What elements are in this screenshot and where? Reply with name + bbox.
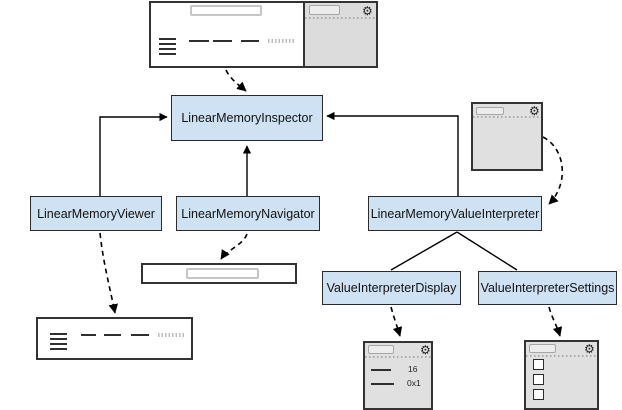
value-type-line xyxy=(371,369,391,371)
edge-viewer-mockup xyxy=(99,232,118,314)
node-linear-memory-viewer: LinearMemoryViewer xyxy=(30,196,162,231)
address-line xyxy=(50,343,67,345)
hex-bytes-dash xyxy=(189,40,209,42)
edge-viewer-to-inspector xyxy=(99,112,168,196)
gear-icon: ⚙ xyxy=(420,343,431,357)
settings-input-sketch xyxy=(529,344,556,353)
node-linear-memory-value-interpreter: LinearMemoryValueInterpreter xyxy=(368,196,542,231)
address-line xyxy=(50,348,67,350)
node-value-interpreter-display: ValueInterpreterDisplay xyxy=(322,271,461,305)
hex-bytes-dash xyxy=(104,334,121,336)
checkbox-sketch xyxy=(533,374,544,385)
edge-display-mockup xyxy=(390,306,403,337)
node-label: ValueInterpreterSettings xyxy=(480,281,615,295)
navigator-input-sketch xyxy=(186,268,259,279)
checkbox-sketch xyxy=(533,359,544,370)
gear-icon: ⚙ xyxy=(529,104,540,118)
address-line xyxy=(159,48,176,50)
node-label: ValueInterpreterDisplay xyxy=(326,281,457,295)
navigator-bar-mockup xyxy=(141,263,297,284)
ascii-dots xyxy=(268,39,294,43)
interpreter-window-mockup: ⚙ xyxy=(471,102,543,171)
address-line xyxy=(159,38,176,40)
node-label: LinearMemoryValueInterpreter xyxy=(370,206,540,221)
titlebar-separator xyxy=(365,356,431,358)
settings-panel-mockup: ⚙ xyxy=(524,340,599,410)
node-linear-memory-inspector: LinearMemoryInspector xyxy=(171,95,323,141)
node-value-interpreter-settings: ValueInterpreterSettings xyxy=(478,271,617,305)
hex-bytes-dash xyxy=(81,334,96,336)
hex-bytes-dash xyxy=(131,334,149,336)
node-label: LinearMemoryViewer xyxy=(37,206,155,221)
edge-navigator-mockup xyxy=(220,233,248,260)
gear-icon: ⚙ xyxy=(362,4,373,18)
display-input-sketch xyxy=(368,345,394,354)
address-input-sketch xyxy=(190,5,262,16)
gear-icon: ⚙ xyxy=(584,342,595,356)
inspector-window-mockup: ⚙ xyxy=(149,1,378,68)
edge-interpreter-to-inspector xyxy=(326,111,459,196)
edge-inspector-mockup xyxy=(225,69,247,92)
node-linear-memory-navigator: LinearMemoryNavigator xyxy=(176,196,320,231)
node-label: LinearMemoryNavigator xyxy=(181,206,315,221)
value-type-line xyxy=(371,383,394,385)
value-0x1: 0x1 xyxy=(407,378,421,388)
sidebar-panel-sketch: ⚙ xyxy=(303,3,376,66)
value-16: 16 xyxy=(408,364,418,374)
titlebar-separator xyxy=(526,355,597,357)
address-line xyxy=(50,333,67,335)
address-line xyxy=(159,53,176,55)
edge-interpreter-to-settings xyxy=(456,231,518,271)
ascii-dots xyxy=(158,333,185,337)
address-line xyxy=(159,43,176,45)
interpreter-input-sketch xyxy=(476,107,504,115)
edge-interpreter-mockup xyxy=(542,136,563,205)
display-panel-mockup: ⚙ 16 0x1 xyxy=(363,341,433,410)
titlebar-separator xyxy=(305,17,376,19)
edge-settings-mockup xyxy=(548,306,563,337)
hex-bytes-dash xyxy=(213,40,232,42)
titlebar-separator xyxy=(473,116,541,118)
hex-bytes-dash xyxy=(241,40,259,42)
address-line xyxy=(50,338,67,340)
sidebar-input-sketch xyxy=(309,5,340,15)
checkbox-sketch xyxy=(533,389,544,400)
edge-interpreter-to-display xyxy=(390,231,458,271)
node-label: LinearMemoryInspector xyxy=(181,111,313,125)
viewer-rows-mockup xyxy=(36,317,193,360)
